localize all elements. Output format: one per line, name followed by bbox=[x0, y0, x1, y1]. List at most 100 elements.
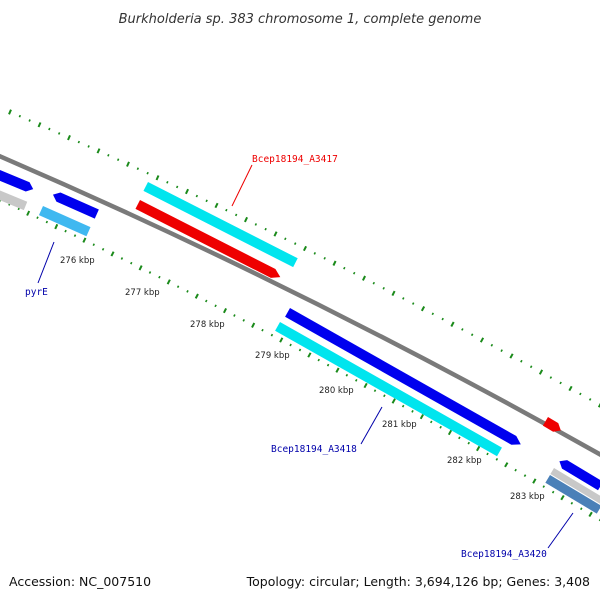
inner-ring-tick bbox=[176, 285, 180, 288]
outer-ring-tick bbox=[116, 158, 120, 162]
inner-ring-tick bbox=[486, 452, 489, 456]
outer-ring-tick bbox=[343, 266, 346, 270]
outer-ring-tick bbox=[420, 306, 426, 312]
inner-ring-tick bbox=[101, 247, 105, 251]
inner-ring-tick bbox=[551, 490, 555, 494]
gene-cyan-a3417-strip[interactable] bbox=[143, 182, 298, 268]
inner-ring-tick bbox=[54, 223, 59, 230]
gene-label-a3417[interactable]: Bcep18194_A3417 bbox=[252, 154, 338, 165]
outer-ring-tick bbox=[8, 109, 12, 115]
inner-ring-tick bbox=[279, 337, 284, 343]
inner-tick-ring bbox=[0, 197, 600, 522]
inner-ring-tick bbox=[439, 425, 442, 429]
leader-pyrE bbox=[37, 241, 55, 284]
inner-ring-tick bbox=[130, 261, 133, 265]
inner-ring-tick bbox=[166, 279, 171, 285]
inner-ring-tick bbox=[120, 257, 124, 260]
outer-ring-tick bbox=[559, 381, 562, 385]
accession-text: Accession: NC_007510 bbox=[9, 574, 151, 589]
gene-blue-small[interactable] bbox=[51, 190, 99, 219]
leader-a3418 bbox=[360, 406, 383, 445]
inner-ring-tick bbox=[223, 307, 227, 314]
inner-ring-tick bbox=[45, 220, 49, 224]
inner-ring-tick bbox=[363, 382, 368, 389]
outer-ring-tick bbox=[146, 171, 149, 175]
outer-ring-tick bbox=[303, 245, 307, 252]
gene-cyan-a3418[interactable] bbox=[275, 322, 502, 457]
outer-ring-tick bbox=[28, 119, 31, 122]
outer-ring-tick bbox=[500, 349, 503, 352]
inner-ring-tick bbox=[64, 229, 67, 233]
inner-ring-tick bbox=[251, 322, 256, 328]
kbp-label-279: 279 kbp bbox=[255, 351, 290, 361]
inner-ring-tick bbox=[588, 511, 593, 518]
inner-ring-tick bbox=[26, 210, 31, 216]
gene-label-a3420[interactable]: Bcep18194_A3420 bbox=[461, 549, 547, 560]
gene-red-a3417[interactable] bbox=[135, 200, 282, 282]
outer-ring-tick bbox=[588, 398, 592, 401]
outer-ring-tick bbox=[107, 153, 110, 157]
gene-label-a3418[interactable]: Bcep18194_A3418 bbox=[271, 444, 357, 455]
inner-ring-tick bbox=[383, 394, 386, 398]
gene-grey-right[interactable] bbox=[550, 468, 600, 505]
gene-light-blue-pyrE[interactable] bbox=[38, 206, 91, 237]
outer-ring-tick bbox=[87, 145, 90, 148]
inner-ring-tick bbox=[419, 414, 424, 420]
outer-ring-tick bbox=[352, 271, 356, 275]
outer-ring-tick bbox=[402, 297, 405, 300]
outer-ring-tick bbox=[205, 199, 208, 203]
outer-ring-tick bbox=[126, 161, 130, 167]
gene-red-small[interactable] bbox=[542, 417, 564, 435]
inner-ring-tick bbox=[307, 352, 312, 358]
kbp-label-278: 278 kbp bbox=[190, 320, 225, 330]
inner-ring-tick bbox=[373, 389, 377, 392]
gene-blue-right[interactable] bbox=[557, 457, 600, 491]
inner-ring-tick bbox=[447, 429, 453, 436]
inner-ring-tick bbox=[36, 216, 39, 219]
outer-ring-tick bbox=[597, 402, 600, 408]
inner-ring-tick bbox=[110, 251, 115, 257]
outer-ring-tick bbox=[520, 359, 523, 363]
gene-label-pyrE[interactable]: pyrE bbox=[25, 287, 48, 298]
inner-ring-tick bbox=[233, 314, 236, 317]
kbp-label-276: 276 kbp bbox=[60, 256, 95, 266]
outer-ring-tick bbox=[184, 188, 190, 195]
outer-ring-tick bbox=[529, 365, 533, 369]
outer-ring-tick bbox=[332, 260, 337, 266]
outer-ring-tick bbox=[48, 127, 51, 131]
outer-ring-tick bbox=[57, 132, 61, 135]
outer-ring-tick bbox=[441, 317, 444, 321]
inner-ring-tick bbox=[17, 207, 20, 211]
kbp-label-283: 283 kbp bbox=[510, 492, 545, 502]
outer-ring-tick bbox=[214, 202, 219, 209]
outer-ring-tick bbox=[568, 385, 573, 392]
outer-ring-tick bbox=[391, 290, 396, 297]
gene-grey-left[interactable] bbox=[0, 188, 28, 211]
inner-ring-tick bbox=[148, 271, 152, 274]
gene-blue-a3418[interactable] bbox=[285, 308, 523, 449]
inner-ring-tick bbox=[194, 293, 199, 299]
outer-ring-tick bbox=[37, 122, 42, 128]
outer-ring-tick bbox=[284, 237, 287, 241]
leader-a3417 bbox=[231, 164, 253, 207]
chromosome-backbone bbox=[0, 153, 600, 457]
inner-ring-tick bbox=[542, 485, 545, 488]
inner-ring-tick bbox=[242, 318, 245, 322]
outer-ring-tick bbox=[461, 328, 464, 331]
outer-ring-tick bbox=[243, 216, 249, 223]
kbp-label-277: 277 kbp bbox=[125, 288, 160, 298]
leader-a3420 bbox=[547, 512, 574, 549]
gene-blue-left-outer[interactable] bbox=[0, 166, 35, 194]
outer-ring-tick bbox=[579, 392, 582, 396]
inner-ring-tick bbox=[391, 398, 396, 404]
outer-ring-tick bbox=[509, 353, 514, 359]
outer-ring-tick bbox=[382, 286, 385, 290]
outer-ring-tick bbox=[362, 275, 366, 281]
inner-ring-tick bbox=[298, 348, 302, 352]
inner-ring-tick bbox=[401, 404, 405, 408]
outer-ring-tick bbox=[479, 337, 485, 343]
inner-ring-tick bbox=[158, 275, 161, 279]
gene-steel-a3420[interactable] bbox=[545, 475, 600, 514]
inner-ring-tick bbox=[580, 507, 583, 511]
outer-ring-tick bbox=[470, 333, 474, 337]
